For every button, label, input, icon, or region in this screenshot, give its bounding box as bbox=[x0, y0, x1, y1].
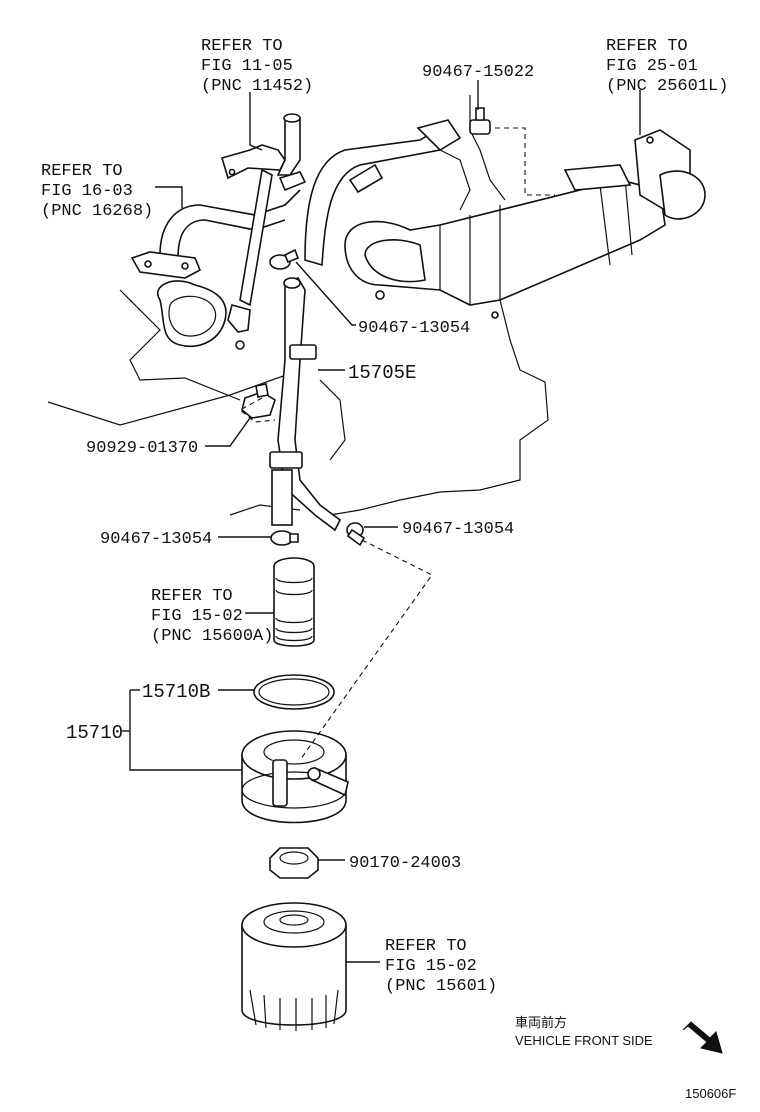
breather-hose-upper bbox=[304, 119, 462, 267]
svg-text:FIG 15-02: FIG 15-02 bbox=[385, 957, 477, 976]
callout-ref-fig-11-05: REFER TO FIG 11-05 (PNC 11452) bbox=[201, 37, 313, 96]
egr-cooler bbox=[344, 129, 706, 319]
callout-ref-fig-25-01: REFER TO FIG 25-01 (PNC 25601L) bbox=[606, 37, 728, 96]
svg-text:(PNC 15600A): (PNC 15600A) bbox=[151, 627, 273, 646]
union-fitting bbox=[273, 557, 315, 647]
part-number-90929-01370: 90929-01370 bbox=[86, 439, 198, 458]
nut-90170-24003 bbox=[269, 847, 319, 879]
engine-gasket-flange bbox=[157, 280, 227, 347]
callout-ref-fig-15-02-filter: REFER TO FIG 15-02 (PNC 15601) bbox=[385, 937, 497, 996]
clamp-90467-15022 bbox=[469, 107, 491, 135]
figure-code: 150606F bbox=[685, 1086, 736, 1101]
part-number-15710: 15710 bbox=[66, 722, 123, 744]
part-number-90170-24003: 90170-24003 bbox=[349, 854, 461, 873]
callout-ref-fig-16-03: REFER TO FIG 16-03 (PNC 16268) bbox=[41, 162, 153, 221]
svg-text:(PNC 15601): (PNC 15601) bbox=[385, 977, 497, 996]
leader-lines bbox=[122, 80, 641, 963]
clip-90929-01370 bbox=[241, 383, 276, 419]
assembly-guides bbox=[239, 127, 555, 761]
engine-outline bbox=[47, 95, 549, 516]
o-ring-15710B bbox=[253, 674, 335, 710]
svg-text:REFER TO: REFER TO bbox=[385, 937, 467, 956]
svg-text:FIG 25-01: FIG 25-01 bbox=[606, 57, 698, 76]
part-number-15710B: 15710B bbox=[142, 681, 210, 703]
vehicle-front-label-jp: 車両前方 bbox=[515, 1015, 567, 1030]
part-number-90467-13054-right: 90467-13054 bbox=[402, 520, 514, 539]
callout-ref-fig-15-02-union: REFER TO FIG 15-02 (PNC 15600A) bbox=[151, 587, 273, 646]
clamp-90467-13054-left bbox=[270, 530, 299, 546]
svg-text:REFER TO: REFER TO bbox=[41, 162, 123, 181]
upper-vent-tube bbox=[276, 113, 307, 192]
bracket bbox=[221, 144, 286, 350]
part-number-90467-13054-left: 90467-13054 bbox=[100, 530, 212, 549]
oil-filter-bracket-15710 bbox=[241, 730, 349, 824]
svg-text:REFER TO: REFER TO bbox=[151, 587, 233, 606]
part-number-90467-15022: 90467-15022 bbox=[422, 63, 534, 82]
part-number-90467-13054-upper: 90467-13054 bbox=[358, 319, 470, 338]
ventilation-hose-15705E bbox=[269, 276, 342, 532]
svg-text:REFER TO: REFER TO bbox=[606, 37, 688, 56]
clamp-90467-13054-upper bbox=[269, 248, 300, 270]
svg-text:FIG 11-05: FIG 11-05 bbox=[201, 57, 293, 76]
svg-text:FIG 16-03: FIG 16-03 bbox=[41, 182, 133, 201]
vehicle-front-indicator: 車両前方 VEHICLE FRONT SIDE bbox=[515, 1015, 723, 1054]
front-direction-arrow-icon bbox=[682, 1021, 723, 1054]
svg-text:REFER TO: REFER TO bbox=[201, 37, 283, 56]
svg-text:(PNC 11452): (PNC 11452) bbox=[201, 77, 313, 96]
clamp-90467-13054-right bbox=[346, 522, 366, 547]
vehicle-front-label-en: VEHICLE FRONT SIDE bbox=[515, 1033, 653, 1048]
svg-text:(PNC 25601L): (PNC 25601L) bbox=[606, 77, 728, 96]
svg-text:(PNC 16268): (PNC 16268) bbox=[41, 202, 153, 221]
svg-text:FIG 15-02: FIG 15-02 bbox=[151, 607, 243, 626]
part-number-15705E: 15705E bbox=[348, 362, 416, 384]
oil-filter bbox=[241, 902, 347, 1031]
